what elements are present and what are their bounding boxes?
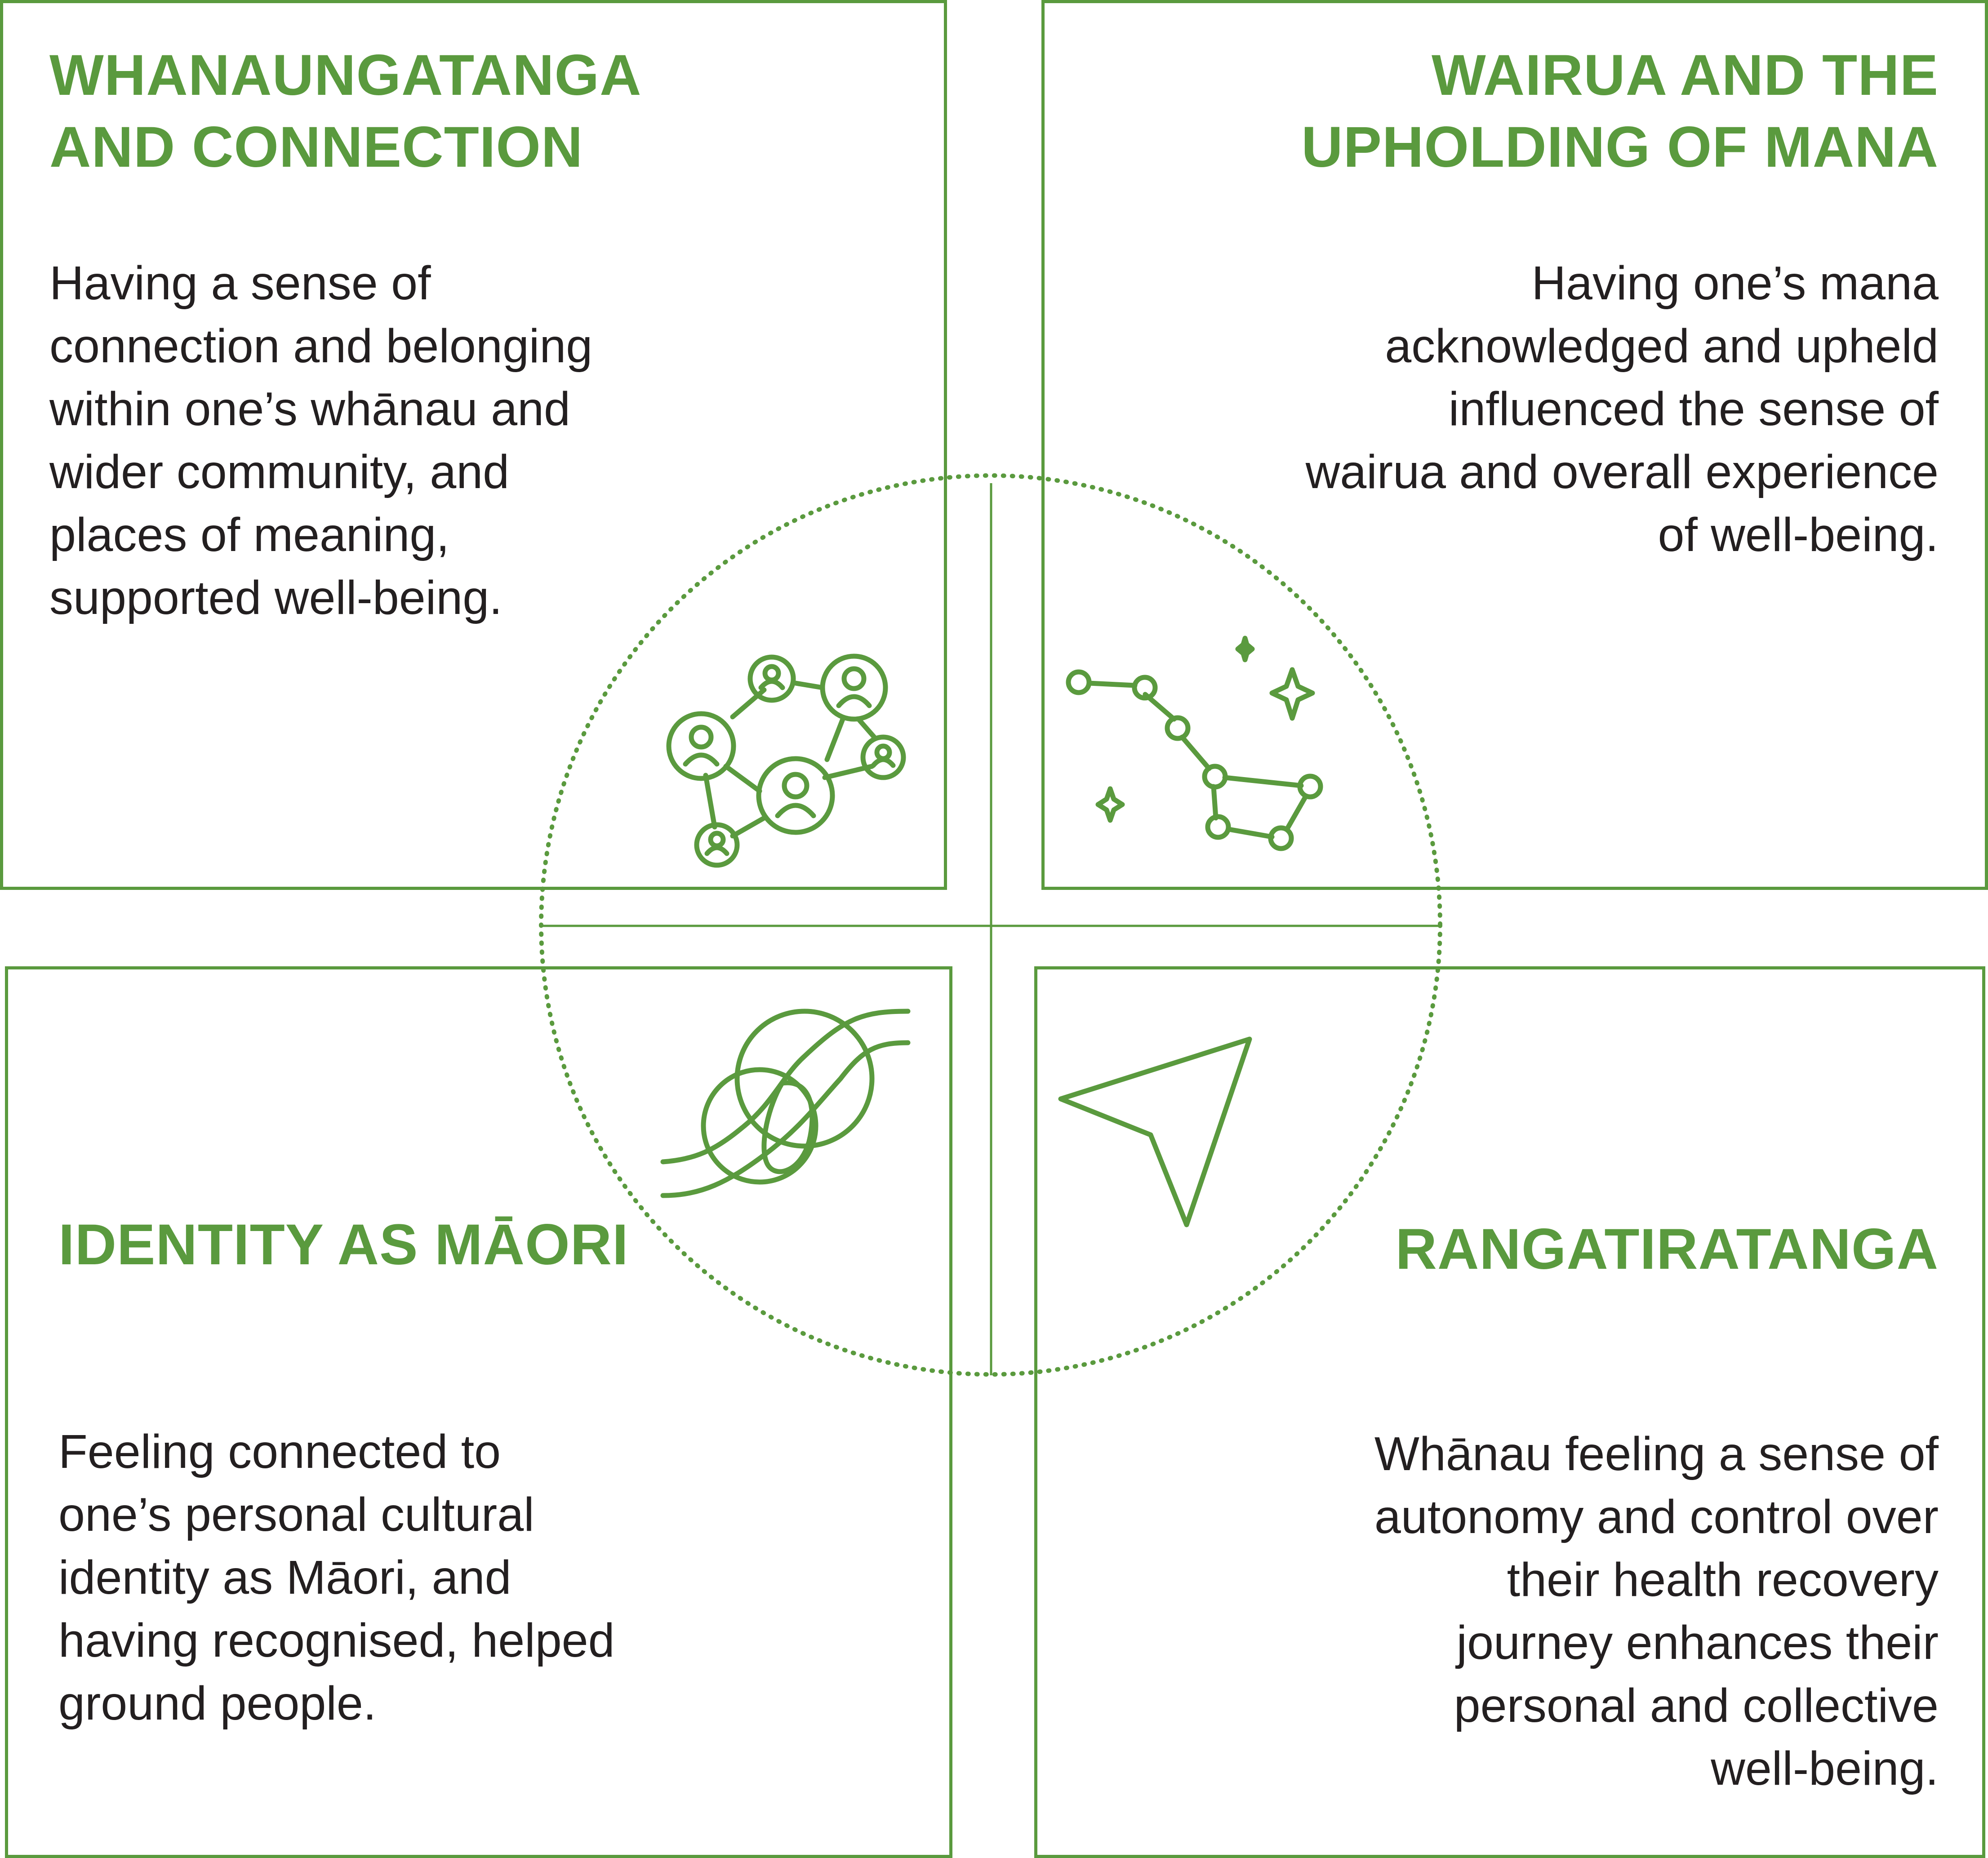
title-rangatiratanga: RANGATIRATANGA — [1395, 1217, 1939, 1281]
body-wairua: Having one’s mana acknowledged and uphel… — [1305, 257, 1939, 561]
title-identity: IDENTITY AS MĀORI — [58, 1213, 629, 1277]
body-rangatiratanga: Whānau feeling a sense of autonomy and c… — [1374, 1427, 1939, 1795]
title-wairua: WAIRUA AND THE UPHOLDING OF MANA — [1301, 43, 1939, 179]
body-identity: Feeling connected to one’s personal cult… — [58, 1425, 615, 1730]
body-whanaungatanga: Having a sense of connection and belongi… — [49, 257, 593, 624]
title-whanaungatanga: WHANAUNGATANGA AND CONNECTION — [49, 43, 642, 179]
